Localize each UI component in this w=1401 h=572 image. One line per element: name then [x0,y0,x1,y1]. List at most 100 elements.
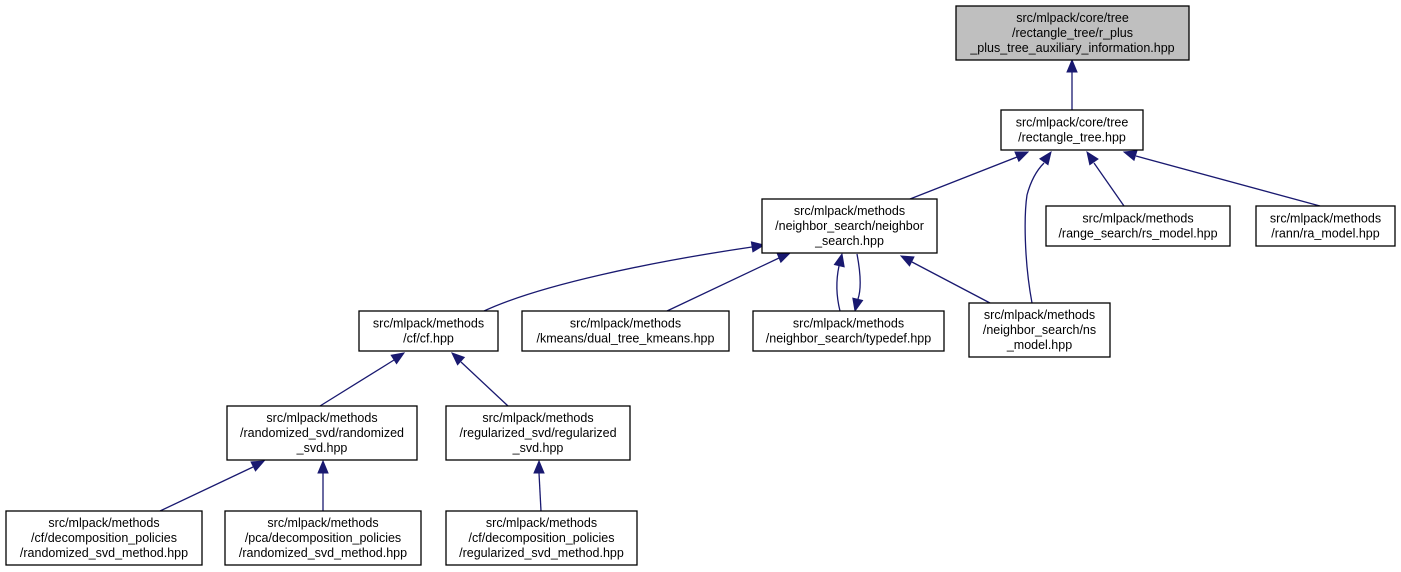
node-kmeans[interactable]: src/mlpack/methods/kmeans/dual_tree_kmea… [521,310,730,352]
node-pcarsvd[interactable]: src/mlpack/methods/pca/decomposition_pol… [224,510,422,566]
node-ra[interactable]: src/mlpack/methods/rann/ra_model.hpp [1255,205,1396,247]
node-label-line: /neighbor_search/typedef.hpp [766,332,931,346]
node-box[interactable] [1255,205,1396,247]
node-label-line: src/mlpack/core/tree [1016,116,1129,130]
arrowhead-icon [1066,58,1078,73]
arrowhead-icon [899,255,915,267]
node-ns[interactable]: src/mlpack/methods/neighbor_search/neigh… [761,198,938,254]
node-label-line: /rectangle_tree/r_plus [1012,26,1133,40]
edge-kmeans-to-ns [666,252,792,312]
arrowhead-icon [1122,150,1138,162]
edge-line [159,466,254,512]
edge-line [909,156,1018,200]
edge-nsmodel-to-rect [1024,150,1052,304]
edge-rsvd-to-cf [319,352,406,407]
node-cf[interactable]: src/mlpack/methods/cf/cf.hpp [358,310,499,352]
edge-cfregsvd-to-regsvd [533,459,545,512]
node-box[interactable] [752,310,945,352]
node-box[interactable] [521,310,730,352]
edge-rect-to-root [1066,58,1078,110]
node-label-line: src/mlpack/methods [793,317,904,331]
node-box[interactable] [1000,109,1144,151]
edge-ra-to-rect [1122,150,1321,207]
node-box[interactable] [761,198,938,254]
node-rect[interactable]: src/mlpack/core/tree/rectangle_tree.hpp [1000,109,1144,151]
edge-ns-to-typedef [852,253,864,313]
edge-line [1024,162,1045,304]
node-label-line: /randomized_svd_method.hpp [239,546,407,560]
node-rs[interactable]: src/mlpack/methods/range_search/rs_model… [1045,205,1231,247]
node-label-line: src/mlpack/methods [266,411,377,425]
node-label-line: /cf/cf.hpp [403,332,454,346]
arrowhead-icon [317,459,329,474]
node-label-line: _plus_tree_auxiliary_information.hpp [969,41,1174,55]
node-box[interactable] [955,5,1190,61]
node-label-line: /rann/ra_model.hpp [1271,227,1379,241]
node-label-line: /neighbor_search/neighbor [775,219,924,233]
edge-line [856,253,861,300]
node-label-line: src/mlpack/core/tree [1016,11,1129,25]
arrowhead-icon [750,241,766,253]
node-box[interactable] [445,405,631,461]
node-label-line: /rectangle_tree.hpp [1018,131,1126,145]
node-label-line: /kmeans/dual_tree_kmeans.hpp [537,332,715,346]
edge-rs-to-rect [1086,150,1125,207]
node-root[interactable]: src/mlpack/core/tree/rectangle_tree/r_pl… [955,5,1190,61]
edge-typedef-to-ns [833,252,845,312]
node-label-line: src/mlpack/methods [794,204,905,218]
node-nsmodel[interactable]: src/mlpack/methods/neighbor_search/ns_mo… [968,302,1111,358]
node-box[interactable] [5,510,203,566]
edge-line [836,265,841,312]
edge-cf-to-ns [483,241,766,312]
arrowhead-icon [390,352,406,365]
node-label-line: src/mlpack/methods [1082,212,1193,226]
edge-line [1135,155,1321,207]
arrowhead-icon [1038,150,1052,166]
node-label-line: src/mlpack/methods [1270,212,1381,226]
node-box[interactable] [224,510,422,566]
node-regsvd[interactable]: src/mlpack/methods/regularized_svd/regul… [445,405,631,461]
arrowhead-icon [1014,151,1030,163]
edge-line [319,359,395,407]
arrowhead-icon [1086,150,1099,166]
node-label-line: /cf/decomposition_policies [469,531,615,545]
node-label-line: src/mlpack/methods [267,516,378,530]
node-label-line: /neighbor_search/ns [983,323,1096,337]
edge-line [538,472,542,512]
node-rsvd[interactable]: src/mlpack/methods/randomized_svd/random… [226,405,418,461]
node-typedef[interactable]: src/mlpack/methods/neighbor_search/typed… [752,310,945,352]
arrowhead-icon [250,460,266,472]
node-label-line: src/mlpack/methods [486,516,597,530]
edge-line [1093,162,1125,207]
node-box[interactable] [968,302,1111,358]
node-label-line: src/mlpack/methods [570,317,681,331]
edge-cfrsvd-to-rsvd [159,460,266,512]
node-box[interactable] [1045,205,1231,247]
node-cfrsvd[interactable]: src/mlpack/methods/cf/decomposition_poli… [5,510,203,566]
node-label-line: /randomized_svd_method.hpp [20,546,188,560]
edge-line [911,261,991,304]
edge-line [460,361,509,407]
edge-line [483,246,753,312]
node-box[interactable] [226,405,418,461]
node-label-line: /pca/decomposition_policies [245,531,401,545]
node-label-line: /regularized_svd/regularized [459,426,616,440]
arrowhead-icon [451,352,466,366]
node-label-line: _svd.hpp [512,441,564,455]
node-label-line: /regularized_svd_method.hpp [459,546,624,560]
arrowhead-icon [776,252,792,264]
node-cfregsvd[interactable]: src/mlpack/methods/cf/decomposition_poli… [445,510,638,566]
node-box[interactable] [445,510,638,566]
arrowhead-icon [833,252,845,268]
node-label-line: _svd.hpp [296,441,348,455]
node-label-line: src/mlpack/methods [482,411,593,425]
edge-ns-to-rect [909,151,1030,200]
node-label-line: src/mlpack/methods [984,308,1095,322]
edge-nsmodel-to-ns [899,255,991,304]
arrowhead-icon [533,459,545,474]
edge-regsvd-to-cf [451,352,509,407]
node-label-line: /cf/decomposition_policies [31,531,177,545]
arrowhead-icon [852,297,864,313]
node-box[interactable] [358,310,499,352]
